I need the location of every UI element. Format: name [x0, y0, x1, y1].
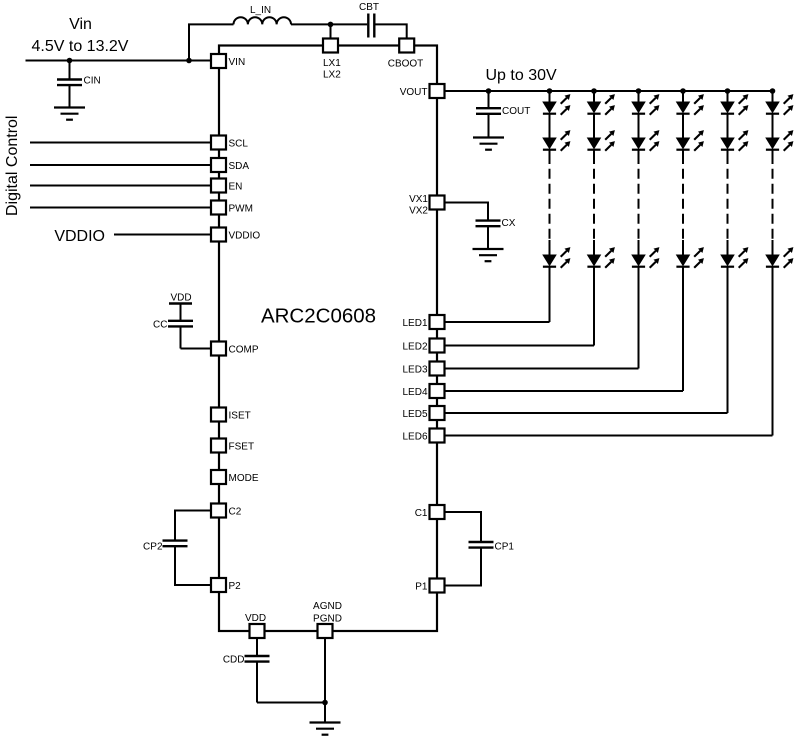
- svg-text:VIN: VIN: [229, 57, 246, 68]
- svg-text:Vin: Vin: [69, 16, 92, 33]
- svg-text:FSET: FSET: [229, 441, 255, 452]
- svg-text:CP1: CP1: [495, 542, 515, 553]
- svg-text:VDD: VDD: [245, 613, 266, 624]
- svg-text:PGND: PGND: [313, 614, 342, 625]
- svg-text:COMP: COMP: [229, 344, 259, 355]
- svg-text:Up to 30V: Up to 30V: [486, 67, 557, 84]
- svg-text:VX2: VX2: [409, 206, 428, 217]
- svg-text:VX1: VX1: [409, 194, 428, 205]
- svg-text:LED6: LED6: [402, 431, 427, 442]
- svg-text:AGND: AGND: [313, 601, 342, 612]
- svg-text:CP2: CP2: [143, 542, 163, 553]
- svg-text:CIN: CIN: [84, 76, 101, 87]
- svg-text:LED1: LED1: [402, 318, 427, 329]
- svg-text:CX: CX: [502, 218, 516, 229]
- svg-text:P2: P2: [229, 581, 242, 592]
- svg-text:LED3: LED3: [402, 364, 427, 375]
- svg-text:LX2: LX2: [323, 70, 341, 81]
- svg-text:ISET: ISET: [229, 410, 251, 421]
- svg-text:SCL: SCL: [229, 138, 249, 149]
- svg-text:LED4: LED4: [402, 387, 427, 398]
- svg-text:LED5: LED5: [402, 409, 427, 420]
- svg-text:MODE: MODE: [229, 473, 259, 484]
- svg-text:VOUT: VOUT: [400, 87, 428, 98]
- svg-text:4.5V to 13.2V: 4.5V to 13.2V: [32, 38, 129, 55]
- svg-text:C1: C1: [415, 508, 428, 519]
- svg-text:LX1: LX1: [323, 58, 341, 69]
- svg-text:COUT: COUT: [502, 106, 530, 117]
- svg-text:ARC2C0608: ARC2C0608: [261, 305, 376, 328]
- svg-text:P1: P1: [415, 581, 428, 592]
- svg-text:CBT: CBT: [359, 2, 379, 13]
- svg-text:CC: CC: [153, 320, 167, 331]
- svg-text:C2: C2: [229, 506, 242, 517]
- svg-text:VDDIO: VDDIO: [54, 228, 105, 245]
- svg-text:PWM: PWM: [229, 203, 253, 214]
- svg-text:SDA: SDA: [229, 161, 250, 172]
- svg-text:LED2: LED2: [402, 341, 427, 352]
- svg-text:CDD: CDD: [223, 655, 245, 666]
- svg-text:VDD: VDD: [170, 293, 191, 304]
- svg-text:Digital Control: Digital Control: [4, 116, 21, 216]
- svg-text:L_IN: L_IN: [250, 5, 271, 16]
- svg-text:CBOOT: CBOOT: [388, 59, 424, 70]
- svg-text:VDDIO: VDDIO: [229, 230, 261, 241]
- svg-text:EN: EN: [229, 181, 243, 192]
